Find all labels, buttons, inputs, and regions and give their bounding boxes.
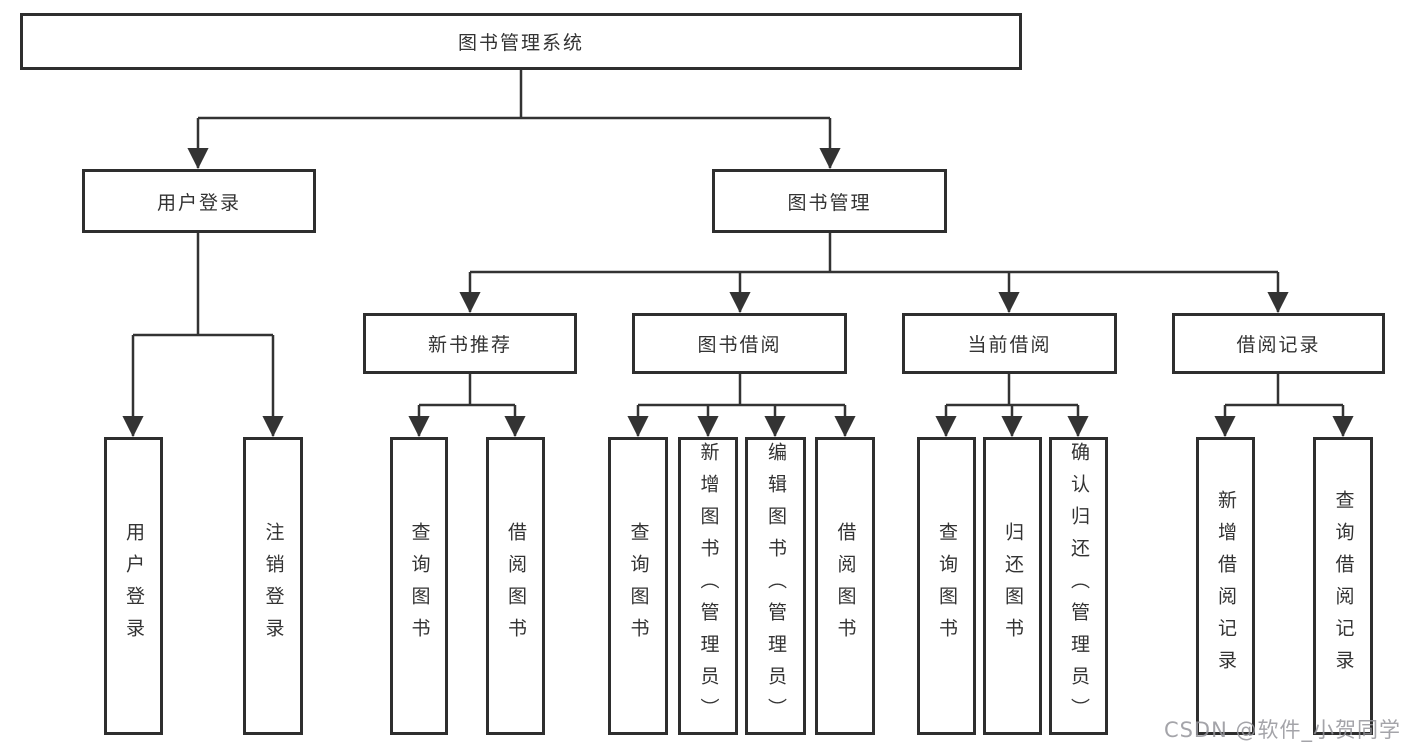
- node-book-borrow: 图书借阅: [632, 313, 847, 374]
- node-borrow-record-label: 借阅记录: [1236, 334, 1321, 356]
- node-user-login: 用户登录: [82, 169, 316, 233]
- node-leaf-add-books: 新增图书（管理员）: [678, 437, 738, 735]
- node-new-book-rec-label: 新书推荐: [427, 334, 512, 356]
- node-user-login-label: 用户登录: [156, 191, 241, 214]
- node-leaf-logout: 注销登录: [243, 437, 303, 735]
- node-leaf-borrow-books-borrow-label: 借阅图书: [834, 522, 857, 650]
- node-leaf-query-record-label: 查询借阅记录: [1332, 490, 1355, 682]
- node-leaf-query-books-current-label: 查询图书: [936, 522, 958, 650]
- node-leaf-query-books-rec-label: 查询图书: [408, 522, 431, 650]
- node-leaf-confirm-return: 确认归还（管理员）: [1049, 437, 1108, 735]
- node-book-mgmt: 图书管理: [712, 169, 947, 233]
- node-leaf-borrow-books-borrow: 借阅图书: [815, 437, 875, 735]
- node-leaf-query-record: 查询借阅记录: [1313, 437, 1373, 735]
- node-book-mgmt-label: 图书管理: [787, 191, 872, 214]
- node-borrow-record: 借阅记录: [1172, 313, 1385, 374]
- node-leaf-add-record-label: 新增借阅记录: [1215, 490, 1237, 682]
- node-leaf-query-books-rec: 查询图书: [390, 437, 448, 735]
- node-current-borrow-label: 当前借阅: [967, 334, 1052, 356]
- node-leaf-add-record: 新增借阅记录: [1196, 437, 1255, 735]
- node-leaf-query-books-current: 查询图书: [917, 437, 976, 735]
- node-leaf-borrow-books-rec: 借阅图书: [486, 437, 545, 735]
- node-new-book-rec: 新书推荐: [363, 313, 577, 374]
- node-leaf-edit-books: 编辑图书（管理员）: [745, 437, 806, 735]
- node-root-label: 图书管理系统: [457, 32, 584, 54]
- node-leaf-user-login-label: 用户登录: [123, 522, 145, 650]
- node-leaf-return-books-label: 归还图书: [1002, 522, 1024, 650]
- node-leaf-return-books: 归还图书: [983, 437, 1042, 735]
- node-leaf-add-books-label: 新增图书（管理员）: [697, 442, 720, 730]
- node-leaf-query-books-borrow-label: 查询图书: [627, 522, 650, 650]
- node-leaf-confirm-return-label: 确认归还（管理员）: [1068, 442, 1090, 730]
- node-root: 图书管理系统: [20, 13, 1022, 70]
- watermark: CSDN @软件_小贺同学: [1163, 718, 1401, 742]
- node-leaf-logout-label: 注销登录: [262, 522, 285, 650]
- node-leaf-user-login: 用户登录: [104, 437, 163, 735]
- node-book-borrow-label: 图书借阅: [697, 334, 782, 356]
- node-leaf-edit-books-label: 编辑图书（管理员）: [765, 442, 787, 730]
- node-leaf-borrow-books-rec-label: 借阅图书: [505, 522, 527, 650]
- node-leaf-query-books-borrow: 查询图书: [608, 437, 668, 735]
- node-current-borrow: 当前借阅: [902, 313, 1117, 374]
